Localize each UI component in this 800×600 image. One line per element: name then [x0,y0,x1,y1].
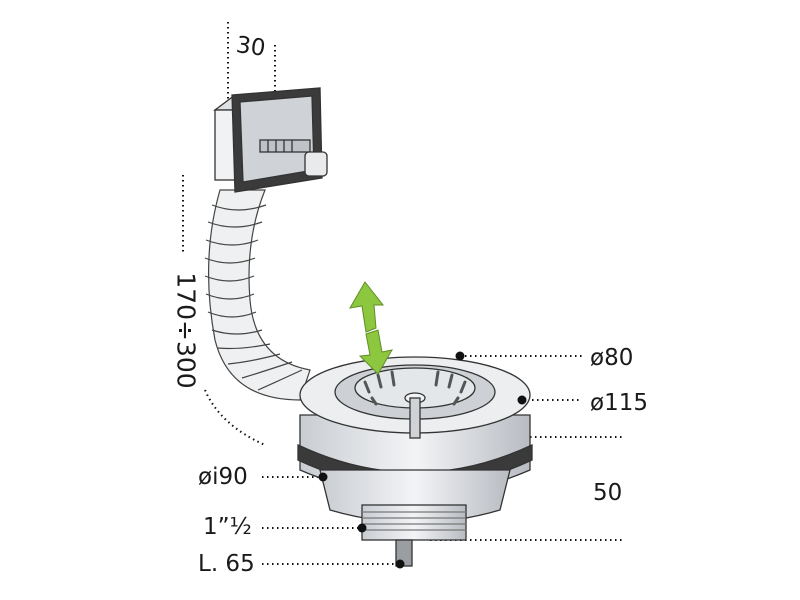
basket-diameter-label: ø80 [590,345,634,371]
lift-arrow-icon [349,281,393,375]
dimension-leaders [182,22,622,565]
overflow-bracket [213,87,328,193]
leader-dots [318,351,527,569]
bracket-width-label: 30 [234,32,268,62]
flexible-hose [204,189,311,401]
overflow-length-label: L. 65 [198,551,255,577]
flange-diameter-label: ø115 [590,390,648,416]
thread-size-label: 1”½ [203,514,252,540]
hose-length-label: 170÷300 [171,272,201,389]
inner-diameter-label: øi90 [198,464,248,490]
strainer-body [297,356,533,567]
height-label: 50 [593,480,623,506]
